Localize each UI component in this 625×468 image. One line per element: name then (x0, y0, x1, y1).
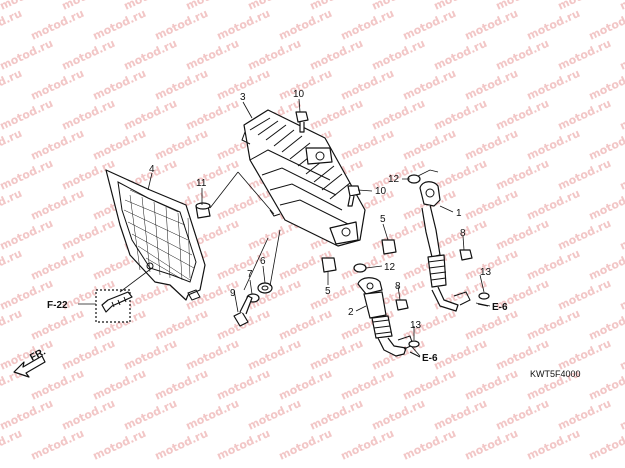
oil-hose-part-1[interactable] (419, 181, 471, 312)
shroud-part-4[interactable] (105, 169, 206, 301)
callout-10-right: 10 (375, 186, 387, 197)
callout-8-upper: 8 (460, 228, 466, 239)
callout-3: 3 (240, 92, 246, 103)
bolt-part-8-lower[interactable] (395, 299, 409, 311)
callout-13-lower: 13 (410, 320, 422, 331)
ref-engine-a: E-6 (492, 302, 508, 313)
callout-10-top: 10 (293, 89, 305, 100)
callout-5-upper: 5 (380, 214, 386, 225)
callout-labels: 1 2 3 4 5 5 6 7 8 8 9 10 10 11 12 12 13 … (149, 89, 492, 331)
ref-engine-b: E-6 (422, 353, 438, 364)
bolt-part-10-top[interactable] (295, 111, 309, 133)
washer-part-13-upper[interactable] (478, 292, 490, 300)
bolt-part-8-upper[interactable] (459, 249, 473, 261)
o-ring-part-12-lower[interactable] (353, 263, 367, 273)
oil-hose-part-2[interactable] (357, 277, 414, 357)
callout-7: 7 (247, 269, 253, 280)
clip-part-5-lower[interactable] (321, 257, 337, 273)
washer-part-13-lower[interactable] (408, 340, 420, 348)
callout-4: 4 (149, 164, 155, 175)
bolt-part-9[interactable] (233, 295, 253, 327)
callout-12-lower: 12 (384, 262, 396, 273)
callout-12-upper: 12 (388, 174, 400, 185)
callout-11: 11 (196, 178, 207, 189)
callout-13-upper: 13 (480, 267, 492, 278)
callout-6: 6 (260, 256, 266, 267)
ref-frame: F-22 (47, 300, 68, 311)
callout-2: 2 (348, 307, 354, 318)
front-direction-arrow: FR. (13, 346, 48, 378)
clip-part-5-upper[interactable] (381, 239, 397, 255)
callout-5-lower: 5 (325, 286, 331, 297)
bolt-f22[interactable] (95, 289, 133, 323)
bolt-part-10-right[interactable] (347, 185, 361, 207)
oil-cooler-part-3[interactable] (241, 109, 366, 247)
reference-labels: F-22 E-6 E-6 (47, 300, 508, 364)
rubber-mount-part-11[interactable] (195, 202, 211, 219)
diagram-code: KWT5F4000 (530, 369, 581, 379)
callout-8-lower: 8 (395, 281, 401, 292)
callout-9: 9 (230, 288, 236, 299)
callout-1: 1 (456, 208, 462, 219)
leader-lines (78, 98, 491, 357)
